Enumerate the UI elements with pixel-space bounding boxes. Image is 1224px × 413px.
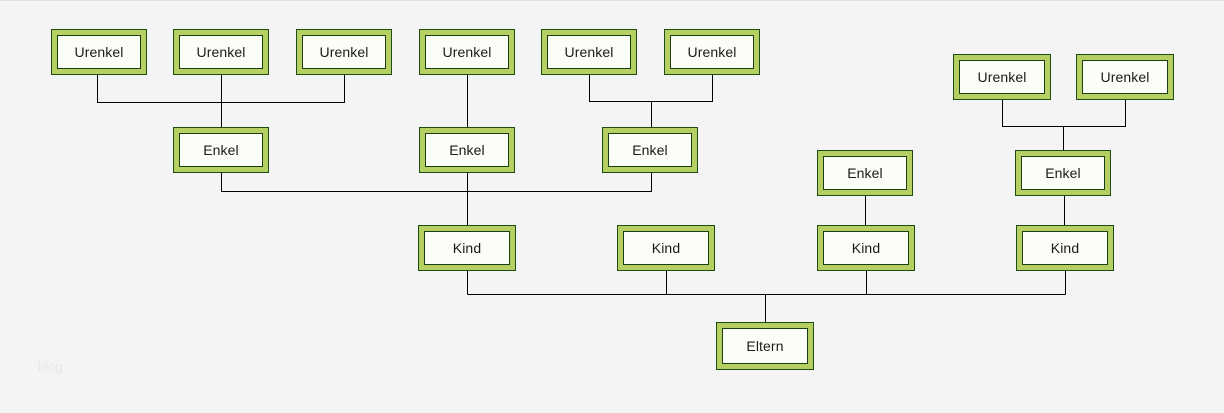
node-label-kind-1: Kind [452,240,482,256]
node-label-urenkel-8: Urenkel [1100,69,1150,85]
node-inner-enkel-4: Enkel [823,156,907,190]
node-enkel-3[interactable]: Enkel [602,127,698,173]
node-enkel-2[interactable]: Enkel [419,127,515,173]
node-urenkel-1[interactable]: Urenkel [51,29,147,75]
edge-urenkel-7-to-enkel-5 [1002,100,1064,127]
edge-urenkel-5-to-enkel-3 [589,75,652,102]
node-inner-urenkel-4: Urenkel [425,35,509,69]
node-inner-enkel-3: Enkel [608,133,692,167]
edge-enkel-3-to-kind-1 [467,173,652,192]
node-inner-urenkel-6: Urenkel [670,35,754,69]
node-label-enkel-1: Enkel [203,142,239,158]
node-label-urenkel-3: Urenkel [319,44,369,60]
node-label-urenkel-2: Urenkel [196,44,246,60]
edge-urenkel-1-to-enkel-1 [97,75,222,103]
node-label-enkel-5: Enkel [1045,165,1081,181]
node-urenkel-8[interactable]: Urenkel [1076,54,1174,100]
edge-urenkel-6-to-enkel-3 [651,75,713,102]
node-inner-urenkel-1: Urenkel [57,35,141,69]
node-inner-urenkel-3: Urenkel [302,35,386,69]
node-label-urenkel-7: Urenkel [977,69,1027,85]
node-urenkel-5[interactable]: Urenkel [541,29,637,75]
node-inner-urenkel-8: Urenkel [1082,60,1168,94]
node-urenkel-2[interactable]: Urenkel [173,29,269,75]
node-inner-urenkel-5: Urenkel [547,35,631,69]
edge-urenkel-8-to-enkel-5 [1063,100,1126,127]
node-kind-4[interactable]: Kind [1016,225,1114,271]
edge-urenkel-3-to-enkel-1 [221,75,345,103]
node-label-urenkel-5: Urenkel [564,44,614,60]
node-eltern[interactable]: Eltern [716,322,814,370]
node-inner-kind-4: Kind [1022,231,1108,265]
node-inner-urenkel-2: Urenkel [179,35,263,69]
edge-enkel-1-to-kind-1 [221,173,468,192]
node-label-urenkel-1: Urenkel [74,44,124,60]
node-urenkel-6[interactable]: Urenkel [664,29,760,75]
node-label-urenkel-4: Urenkel [442,44,492,60]
watermark: blog [38,359,63,374]
node-label-kind-4: Kind [1050,240,1080,256]
node-label-enkel-2: Enkel [449,142,485,158]
node-urenkel-7[interactable]: Urenkel [953,54,1051,100]
node-kind-3[interactable]: Kind [817,225,915,271]
node-enkel-5[interactable]: Enkel [1015,150,1111,196]
node-kind-1[interactable]: Kind [418,225,516,271]
node-inner-enkel-1: Enkel [179,133,263,167]
node-inner-kind-1: Kind [424,231,510,265]
node-inner-eltern: Eltern [722,328,808,364]
node-label-kind-3: Kind [851,240,881,256]
node-inner-kind-3: Kind [823,231,909,265]
node-label-eltern: Eltern [746,338,784,354]
node-kind-2[interactable]: Kind [617,225,715,271]
node-inner-enkel-5: Enkel [1021,156,1105,190]
node-label-enkel-4: Enkel [847,165,883,181]
node-inner-enkel-2: Enkel [425,133,509,167]
node-urenkel-4[interactable]: Urenkel [419,29,515,75]
node-enkel-4[interactable]: Enkel [817,150,913,196]
node-label-urenkel-6: Urenkel [687,44,737,60]
node-urenkel-3[interactable]: Urenkel [296,29,392,75]
node-label-enkel-3: Enkel [632,142,668,158]
node-label-kind-2: Kind [651,240,681,256]
node-inner-kind-2: Kind [623,231,709,265]
node-inner-urenkel-7: Urenkel [959,60,1045,94]
node-enkel-1[interactable]: Enkel [173,127,269,173]
